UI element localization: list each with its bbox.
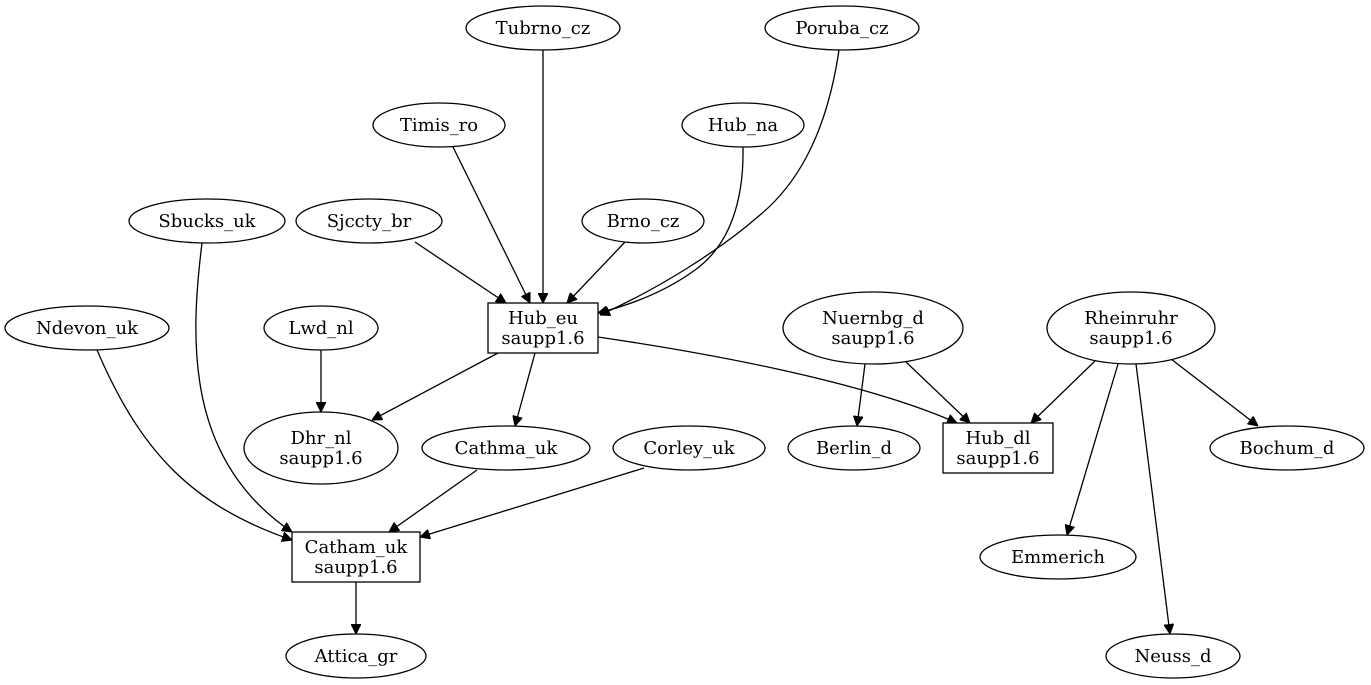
node-label: Ndevon_uk bbox=[36, 318, 139, 339]
node-ellipse bbox=[612, 425, 766, 471]
node-ellipse bbox=[465, 5, 621, 51]
node-ellipse bbox=[787, 425, 921, 471]
node-ellipse bbox=[1209, 425, 1365, 471]
edge-sbucks-uk-to-catham-uk bbox=[195, 242, 292, 532]
node-attica-gr: Attica_gr bbox=[285, 633, 427, 679]
node-label: Bochum_d bbox=[1240, 438, 1335, 459]
node-label: Hub_dl bbox=[965, 428, 1030, 449]
edge-rheinruhr-to-bochum-d bbox=[1170, 358, 1258, 426]
node-ellipse bbox=[295, 198, 443, 244]
edge-timis-ro-to-hub-eu bbox=[452, 146, 531, 303]
node-cathma-uk: Cathma_uk bbox=[421, 425, 591, 471]
node-ellipse bbox=[243, 411, 399, 485]
node-sublabel: saupp1.6 bbox=[501, 328, 584, 349]
edge-rheinruhr-to-emmerich bbox=[1067, 363, 1119, 535]
node-brno-cz: Brno_cz bbox=[581, 198, 705, 244]
node-berlin-d: Berlin_d bbox=[787, 425, 921, 471]
edge-sjccty-br-to-hub-eu bbox=[414, 241, 506, 303]
node-label: Dhr_nl bbox=[291, 428, 352, 449]
node-label: Berlin_d bbox=[816, 438, 892, 459]
edge-rheinruhr-to-neuss-d bbox=[1135, 363, 1170, 634]
node-ellipse bbox=[263, 305, 379, 351]
node-ellipse bbox=[285, 633, 427, 679]
node-ellipse bbox=[128, 198, 286, 244]
node-ellipse bbox=[421, 425, 591, 471]
edge-nuernbg-d-to-berlin-d bbox=[857, 363, 866, 426]
node-label: Hub_eu bbox=[508, 308, 578, 329]
edge-corley-uk-to-catham-uk bbox=[420, 467, 645, 537]
node-corley-uk: Corley_uk bbox=[612, 425, 766, 471]
node-ellipse bbox=[681, 102, 805, 148]
node-label: Brno_cz bbox=[607, 211, 680, 232]
node-ellipse bbox=[782, 291, 964, 365]
node-sublabel: saupp1.6 bbox=[314, 557, 397, 578]
edge-nuernbg-d-to-hub-dl bbox=[905, 361, 970, 423]
node-poruba-cz: Poruba_cz bbox=[764, 5, 920, 51]
node-label: Poruba_cz bbox=[795, 18, 888, 39]
node-label: Rheinruhr bbox=[1084, 308, 1178, 329]
node-label: Emmerich bbox=[1011, 547, 1105, 568]
node-ellipse bbox=[1046, 291, 1216, 365]
edge-hub-eu-to-dhr-nl bbox=[372, 352, 499, 421]
node-label: Nuernbg_d bbox=[822, 308, 924, 329]
node-bochum-d: Bochum_d bbox=[1209, 425, 1365, 471]
node-ellipse bbox=[1105, 633, 1241, 679]
edge-brno-cz-to-hub-eu bbox=[567, 241, 626, 303]
node-label: Sbucks_uk bbox=[158, 211, 256, 232]
node-label: Attica_gr bbox=[314, 646, 398, 667]
node-label: Corley_uk bbox=[643, 438, 735, 459]
node-sublabel: saupp1.6 bbox=[956, 448, 1039, 469]
node-label: Sjccty_br bbox=[327, 211, 412, 232]
node-ellipse bbox=[764, 5, 920, 51]
node-sjccty-br: Sjccty_br bbox=[295, 198, 443, 244]
node-label: Neuss_d bbox=[1135, 646, 1212, 667]
node-emmerich: Emmerich bbox=[979, 534, 1137, 580]
node-box bbox=[487, 302, 599, 354]
edge-hub-eu-to-cathma-uk bbox=[515, 352, 536, 426]
node-ndevon-uk: Ndevon_uk bbox=[4, 305, 170, 351]
node-sublabel: saupp1.6 bbox=[831, 328, 914, 349]
node-sbucks-uk: Sbucks_uk bbox=[128, 198, 286, 244]
node-sublabel: saupp1.6 bbox=[1089, 328, 1172, 349]
node-timis-ro: Timis_ro bbox=[372, 102, 506, 148]
edge-poruba-cz-to-hub-eu bbox=[600, 49, 840, 315]
edge-hub-eu-to-hub-dl bbox=[597, 336, 957, 423]
edge-rheinruhr-to-hub-dl bbox=[1031, 360, 1096, 423]
node-ellipse bbox=[581, 198, 705, 244]
node-lwd-nl: Lwd_nl bbox=[263, 305, 379, 351]
node-label: Cathma_uk bbox=[455, 438, 559, 459]
node-tubrno-cz: Tubrno_cz bbox=[465, 5, 621, 51]
node-label: Catham_uk bbox=[305, 537, 409, 558]
edge-hub-na-to-hub-eu bbox=[598, 146, 744, 313]
node-neuss-d: Neuss_d bbox=[1105, 633, 1241, 679]
edge-cathma-uk-to-catham-uk bbox=[389, 469, 478, 532]
edge-ndevon-uk-to-catham-uk bbox=[96, 349, 292, 540]
node-sublabel: saupp1.6 bbox=[279, 448, 362, 469]
edges-layer bbox=[96, 49, 1258, 634]
node-label: Timis_ro bbox=[400, 115, 478, 136]
node-box bbox=[942, 422, 1054, 474]
node-ellipse bbox=[979, 534, 1137, 580]
node-label: Lwd_nl bbox=[288, 318, 353, 339]
node-label: Tubrno_cz bbox=[496, 18, 591, 39]
node-ellipse bbox=[372, 102, 506, 148]
node-label: Hub_na bbox=[708, 115, 778, 136]
node-hub-na: Hub_na bbox=[681, 102, 805, 148]
node-box bbox=[291, 531, 421, 583]
node-ellipse bbox=[4, 305, 170, 351]
